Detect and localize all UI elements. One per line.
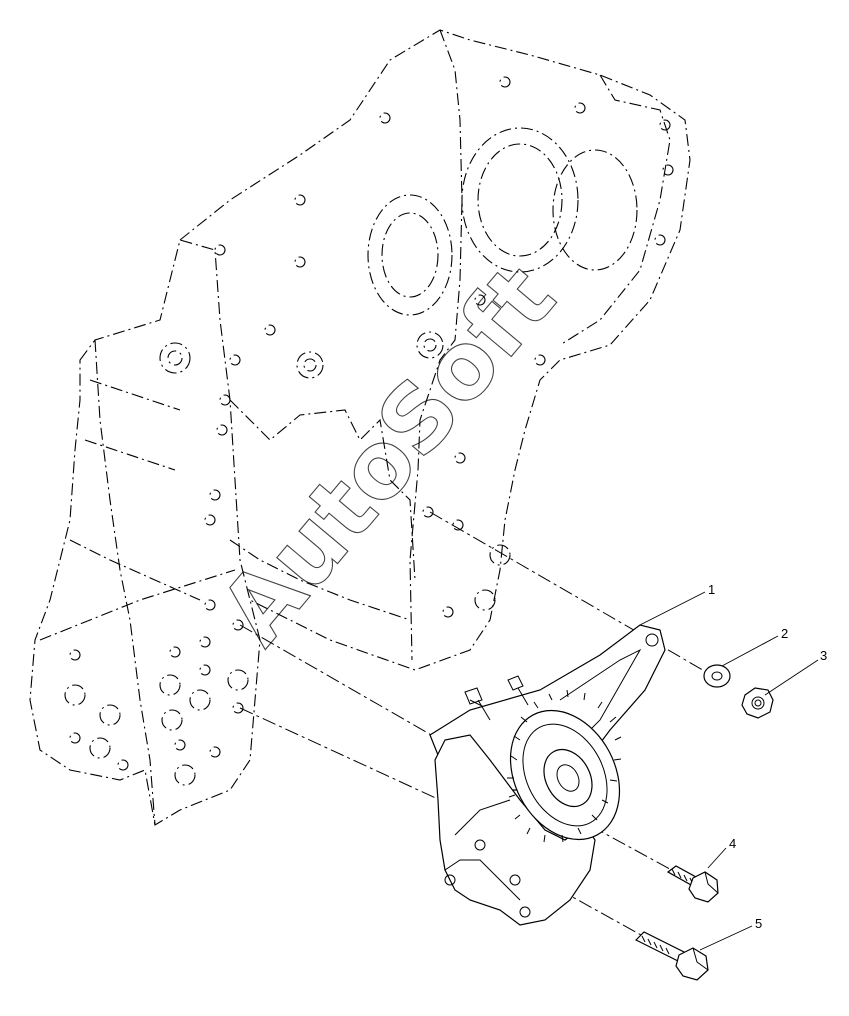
callout-5: 5 xyxy=(755,916,762,931)
callout-labels: 1 2 3 4 5 xyxy=(708,582,827,931)
bolt-part-4 xyxy=(666,865,719,903)
housing-bolt-holes xyxy=(69,76,674,771)
callout-2: 2 xyxy=(781,626,788,641)
washer-part-2 xyxy=(703,664,731,688)
callout-3: 3 xyxy=(820,648,827,663)
callout-leaders xyxy=(639,591,819,951)
housing-large-holes xyxy=(64,544,511,786)
watermark: AutoSoft xyxy=(200,245,576,664)
nut-part-3 xyxy=(741,687,774,719)
callout-4: 4 xyxy=(729,836,736,851)
callout-1: 1 xyxy=(708,582,715,597)
gear-housing-phantom xyxy=(29,29,691,826)
pump-drive-gear xyxy=(507,689,622,843)
bolt-part-5 xyxy=(634,931,709,981)
oil-pump-assembly xyxy=(429,624,666,926)
